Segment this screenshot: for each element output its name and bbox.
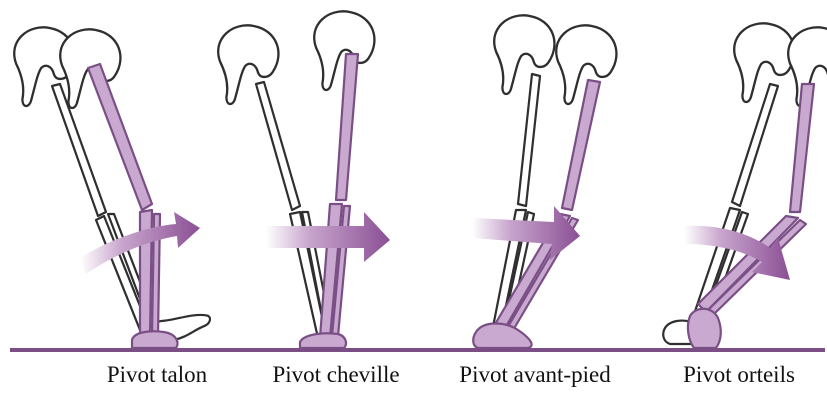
caption-pivot-cheville: Pivot cheville (272, 362, 399, 388)
femur-bone-icon (52, 84, 106, 216)
femur-bone-icon (732, 84, 778, 206)
foot-icon (300, 333, 346, 348)
caption-pivot-orteils: Pivot orteils (683, 362, 795, 388)
foot-icon (688, 309, 721, 348)
femur-bone-icon (256, 82, 300, 210)
femur-bone-icon (790, 84, 814, 212)
panel-pivot-avant-pied (472, 15, 616, 348)
foot-icon (473, 324, 531, 349)
femoral-head-icon (734, 23, 794, 102)
femoral-head-icon (218, 25, 278, 104)
femur-bone-icon (518, 74, 540, 206)
panel-pivot-cheville (218, 11, 390, 348)
panel-pivot-orteils (663, 23, 827, 348)
leg-back-purple (473, 25, 616, 348)
leg-back-purple (60, 29, 177, 348)
caption-pivot-talon: Pivot talon (107, 362, 207, 388)
femoral-head-icon (494, 15, 554, 94)
panel-pivot-talon (14, 27, 211, 348)
caption-pivot-avant-pied: Pivot avant-pied (459, 362, 610, 388)
foot-icon (132, 331, 178, 348)
femur-bone-icon (336, 54, 358, 200)
